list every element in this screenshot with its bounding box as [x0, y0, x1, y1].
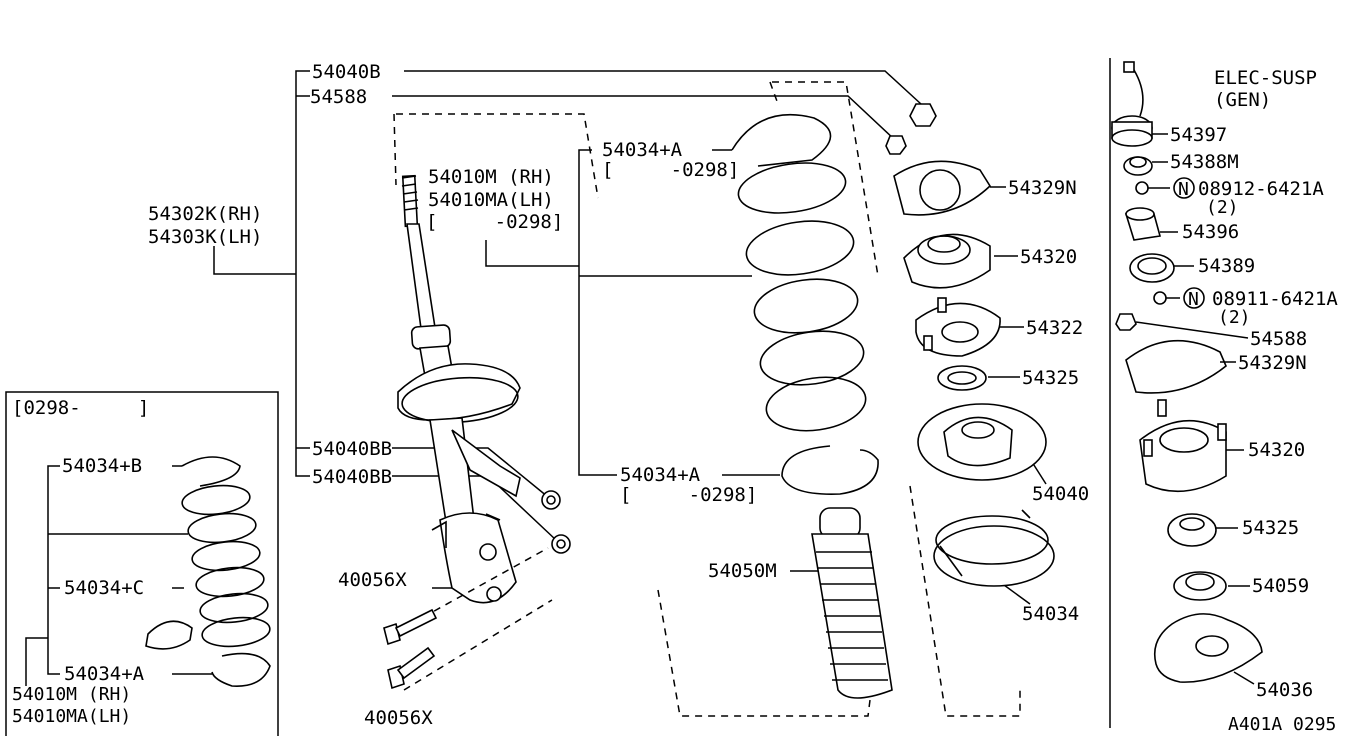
inset-label-54010m: 54010M (RH) [12, 684, 131, 705]
label-54303k: 54303K(LH) [148, 226, 262, 248]
bumper-boot [811, 507, 893, 699]
elec-label-54588: 54588 [1250, 328, 1307, 350]
label-54040b: 54040B [312, 61, 381, 83]
footer-code: A401A 0295 [1228, 714, 1336, 735]
inset-label-54034b: 54034+B [62, 455, 142, 477]
label-range-a: [ -0298] [426, 211, 563, 233]
inset-title: [0298- ] [12, 397, 149, 419]
n-mark-a: N [1178, 179, 1189, 200]
n-mark-b: N [1188, 289, 1199, 310]
bolt-40056x [383, 547, 553, 691]
inset-label-54034c: 54034+C [64, 577, 144, 599]
label-54588: 54588 [310, 86, 367, 108]
label-54050m: 54050M [708, 560, 777, 582]
inset-label-54010ma: 54010MA(LH) [12, 706, 131, 727]
elec-label-54325: 54325 [1242, 517, 1299, 539]
inset-spring [25, 456, 271, 687]
elec-label-54388m: 54388M [1170, 151, 1239, 173]
elec-subtitle: (GEN) [1214, 89, 1271, 111]
dashed-boundaries [393, 81, 1021, 717]
label-range-b: [ -0298] [602, 159, 739, 181]
label-54040bb-b: 54040BB [312, 466, 392, 488]
elec-label-08911-qty: (2) [1218, 307, 1251, 328]
label-54010ma: 54010MA(LH) [428, 189, 554, 211]
label-54040: 54040 [1032, 483, 1089, 505]
strut-assembly [397, 174, 521, 604]
label-range-c: [ -0298] [620, 484, 757, 506]
label-54302k: 54302K(RH) [148, 203, 262, 225]
elec-label-08912-qty: (2) [1206, 197, 1239, 218]
elec-label-54320: 54320 [1248, 439, 1305, 461]
n-mark-icon [1173, 177, 1195, 199]
labels: 54040B 54588 54302K(RH) 54303K(LH) 54010… [12, 61, 1338, 735]
coil-spring [731, 114, 879, 495]
elec-label-54036: 54036 [1256, 679, 1313, 701]
label-54329n: 54329N [1008, 177, 1077, 199]
inset-frame [5, 391, 279, 736]
n-mark-icon [1183, 287, 1205, 309]
elec-label-54396: 54396 [1182, 221, 1239, 243]
elec-label-54397: 54397 [1170, 124, 1227, 146]
label-54320: 54320 [1020, 246, 1077, 268]
label-54040bb-a: 54040BB [312, 438, 392, 460]
elec-label-54059: 54059 [1252, 575, 1309, 597]
elec-label-54329n: 54329N [1238, 352, 1307, 374]
label-54325: 54325 [1022, 367, 1079, 389]
label-40056x-a: 40056X [338, 569, 407, 591]
inset-label-54034a: 54034+A [64, 663, 145, 685]
elec-susp-parts [1111, 61, 1263, 685]
nut-54040bb [541, 490, 571, 554]
elec-title: ELEC-SUSP [1214, 67, 1317, 89]
label-54034a-top: 54034+A [602, 139, 683, 161]
elec-label-08911: 08911-6421A [1212, 288, 1338, 310]
mount-parts [885, 103, 1055, 587]
label-54010m: 54010M (RH) [428, 166, 554, 188]
label-54034a-mid: 54034+A [620, 464, 701, 486]
elec-label-08912: 08912-6421A [1198, 178, 1324, 200]
label-54034: 54034 [1022, 603, 1079, 625]
elec-label-54389: 54389 [1198, 255, 1255, 277]
label-54322: 54322 [1026, 317, 1083, 339]
label-40056x-b: 40056X [364, 707, 433, 729]
